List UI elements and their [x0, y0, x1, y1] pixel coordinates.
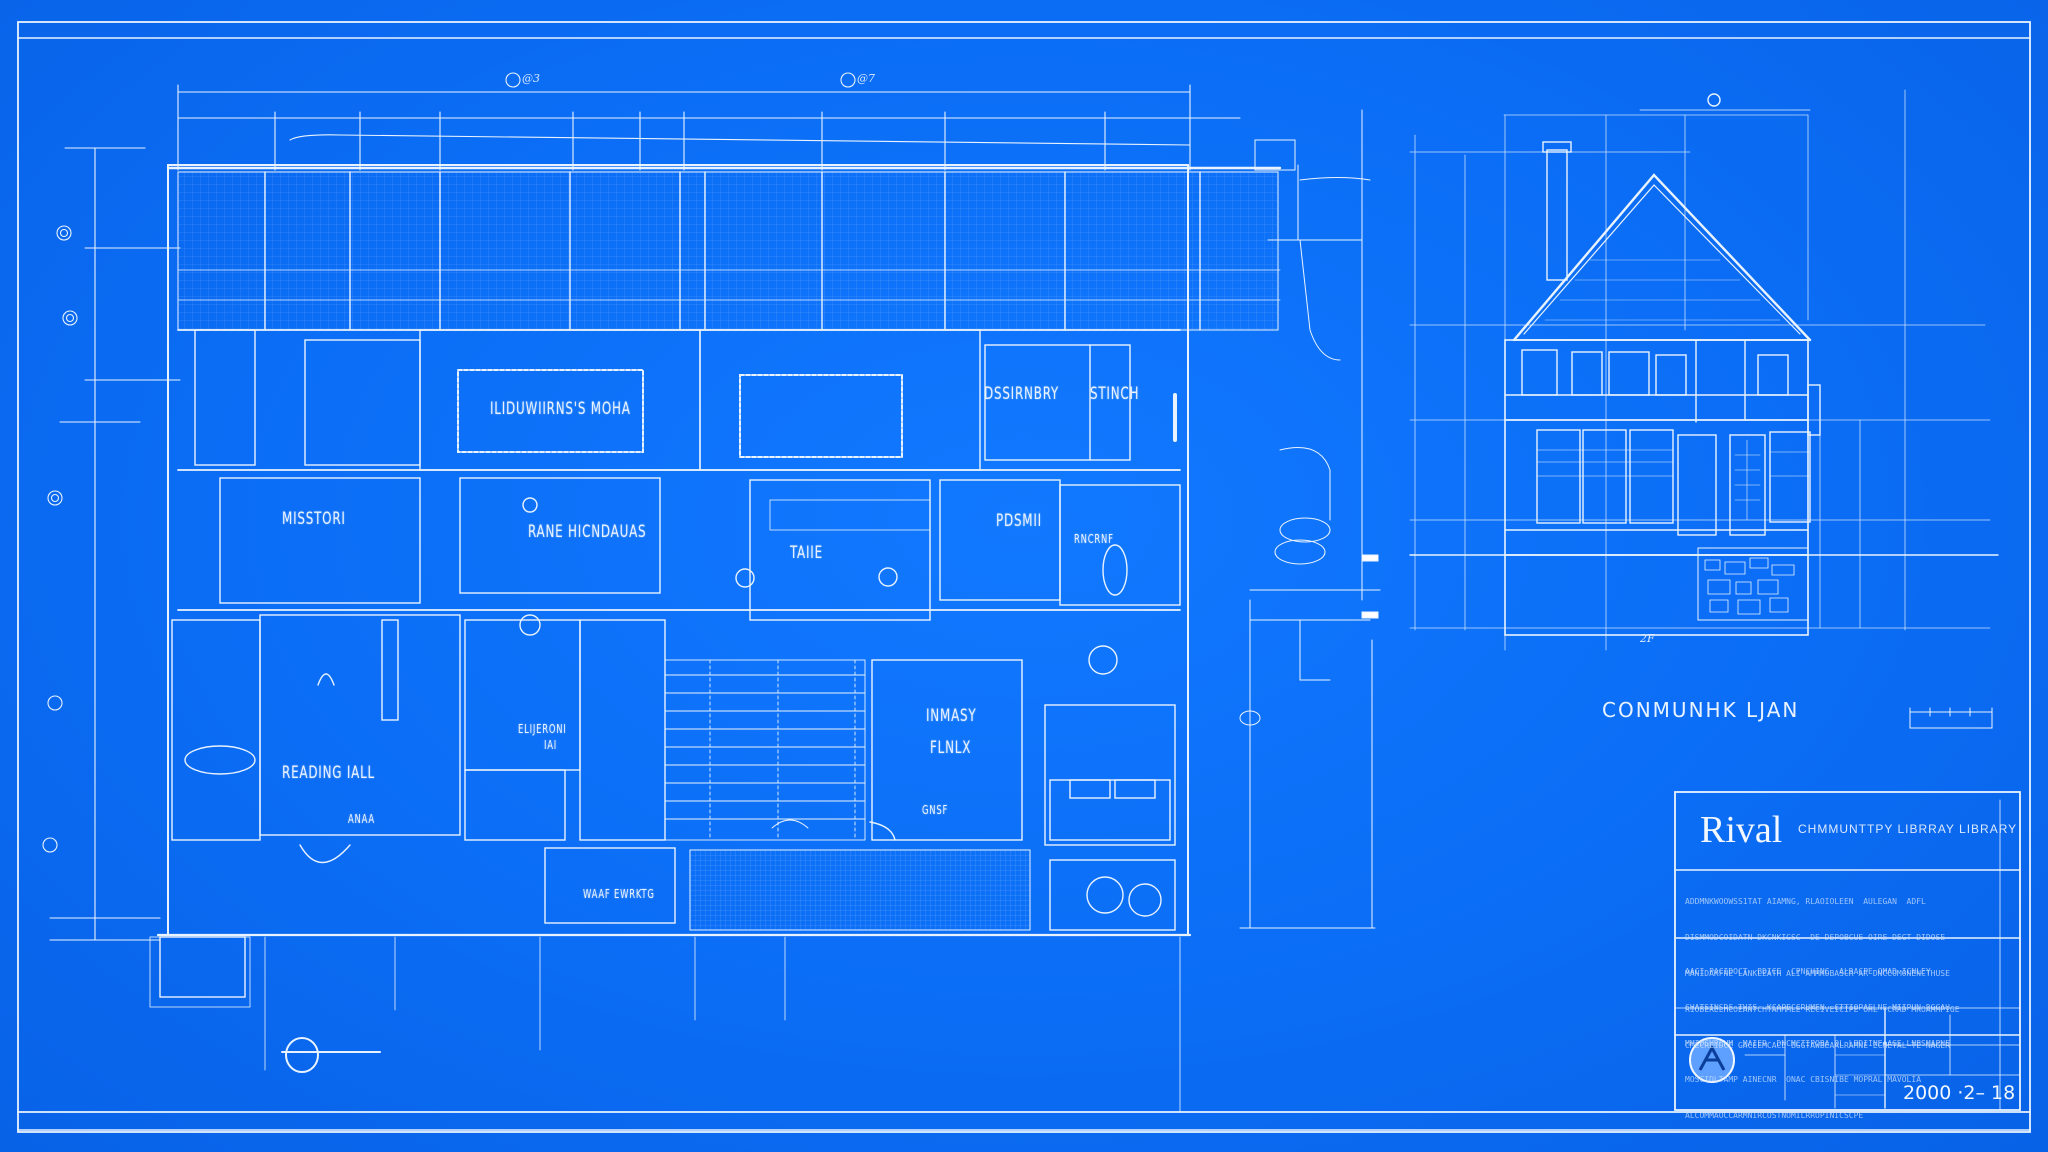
plan-title: CONMUNHK LJAN: [1602, 698, 1800, 722]
note-line: MOSCIDLTAMP AINECNR ONAC CBISNIBE MOPRAL…: [1685, 1075, 1922, 1084]
title-block-notes-1: ADDMNKWOOWSS1TAT AIAMNG, RLAOIOLEEN AULE…: [1685, 872, 1960, 1064]
floor-plan: [149, 164, 1282, 1113]
note-line: AACI PACIDOCT BDICE CPNCHINC ALRACPE OMA…: [1685, 967, 1931, 976]
left-dimension-lines: [42, 147, 181, 941]
sheet-border: [17, 21, 2031, 1133]
room-label: WAAF EWRKTG: [583, 887, 655, 901]
room-label: MISSTORI: [282, 509, 346, 529]
library-seal-logo-icon: [1689, 1037, 1735, 1083]
note-line: MMIDGHRCHM MAIER DNCMCTIPOBA OL LBDIINEA…: [1685, 1039, 1950, 1048]
title-block: [1674, 791, 2021, 1111]
site-landscape: [1239, 109, 1381, 929]
room-label: TAIIE: [790, 543, 823, 563]
room-label: ANAA: [348, 812, 375, 826]
north-arrow-icon: [281, 1037, 381, 1073]
title-block-date: 2000 ·2– 18: [1903, 1082, 2016, 1104]
room-label: READING IALL: [282, 763, 375, 783]
title-block-notes-2: AACI PACIDOCT BDICE CPNCHINC ALRACPE OMA…: [1685, 942, 1950, 1134]
note-line: ALCOMMAOCCARMNIRCOSTNOMILRROPINICSCPE: [1685, 1111, 1864, 1120]
room-label: PDSMII: [996, 511, 1042, 531]
note-line: RIOBERELHCOEANTCHTAMMMLE RECIVEICIPE OHL…: [1685, 1005, 1960, 1014]
stairs: [664, 659, 866, 841]
scale-bar: [1909, 707, 1993, 729]
elevation-drawing: [1409, 89, 1999, 651]
room-label: STINCH: [1090, 384, 1140, 404]
note-line: ADDMNKWOOWSS1TAT AIAMNG, RLAOIOLEEN AULE…: [1685, 897, 1926, 906]
room-label: IAI: [544, 738, 558, 752]
title-block-brand: Rival: [1700, 809, 1783, 851]
title-block-subtitle: CHMMUNTTPY LIBRRAY LIBRARY: [1798, 822, 2018, 836]
room-label: ELIJERONI: [518, 722, 567, 736]
note-line: DISMMODCOIDATN DKCNKIGSC DE DEPOBCUE OIR…: [1685, 933, 1946, 942]
dimension-mark: @7: [857, 72, 875, 85]
note-line: CHATSINSRS THIS KCAPECCRUMEN CTTIOPAELNE…: [1685, 1003, 1950, 1012]
note-line: MANIDAKFNE LANKLEATH ALI AMMKOBASCR AR D…: [1685, 969, 1950, 978]
dimension-mark: 2F: [1640, 632, 1655, 645]
room-label: RNCRNF: [1074, 532, 1114, 546]
room-label: GNSF: [922, 803, 949, 817]
room-label: FLNLX: [930, 738, 972, 758]
room-label: INMASY: [926, 706, 977, 726]
top-dimension-lines: [177, 72, 1241, 171]
room-label: DSSIRNBRY: [984, 384, 1060, 404]
note-line: CMECREIDCE GACEEMCACE BGGTAWBEAALRAMNE E…: [1685, 1041, 1950, 1050]
dimension-mark: @3: [522, 72, 540, 85]
room-label: ILIDUWIIRNS'S MOHA: [490, 399, 631, 419]
room-label: RANE HICNDAUAS: [528, 522, 647, 542]
